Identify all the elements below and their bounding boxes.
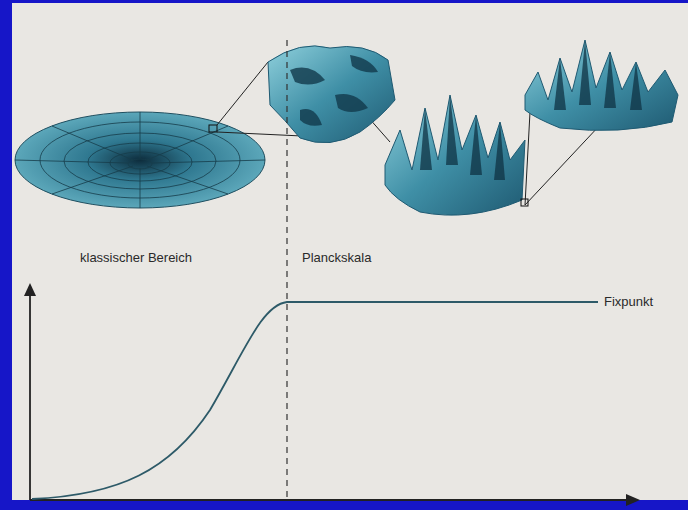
region-label: klassischer Bereich [78, 250, 194, 265]
region-label: Planckskala [300, 250, 373, 265]
curve-label: Fixpunkt [602, 294, 655, 309]
